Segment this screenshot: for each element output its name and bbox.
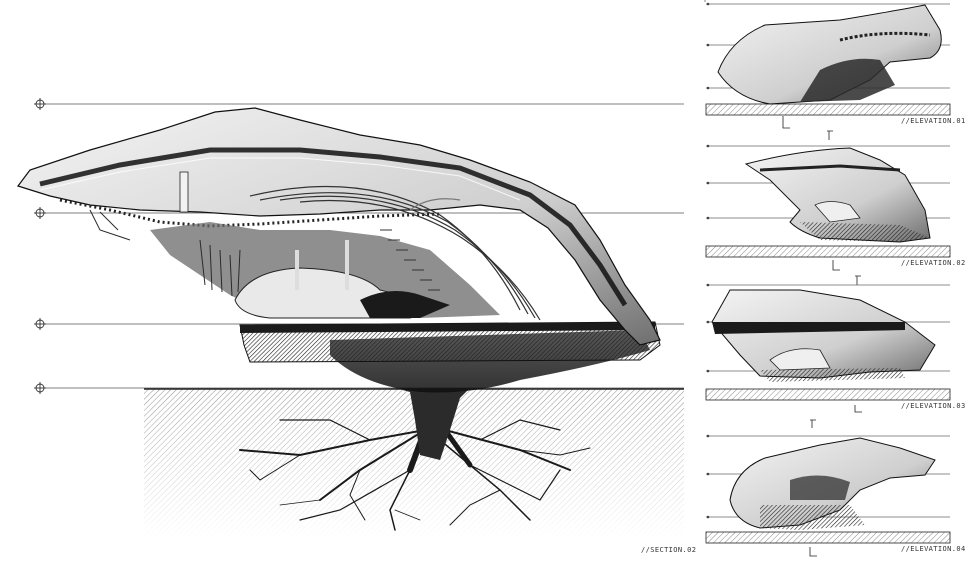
interior-mass [150,171,500,319]
elevation-04 [705,419,951,557]
trunk [395,388,470,460]
elevation-03 [705,283,951,413]
hanging-fringe [89,209,241,297]
ground-hatch [144,388,684,539]
elevation-01 [705,2,951,140]
section-drawing [17,98,684,539]
interior-ribs [249,185,541,321]
elevation-caption: //ELEVATION.04 [901,545,966,553]
floor-slab [239,321,661,363]
level-marker-icon [34,98,46,394]
elevation-caption: //ELEVATION.03 [901,402,966,410]
elevation-02 [705,144,951,285]
elevation-caption: //ELEVATION.01 [901,117,966,125]
elevation-caption: //ELEVATION.02 [901,259,966,267]
roof-shell [17,107,661,346]
section-caption: //SECTION.02 [641,546,697,554]
